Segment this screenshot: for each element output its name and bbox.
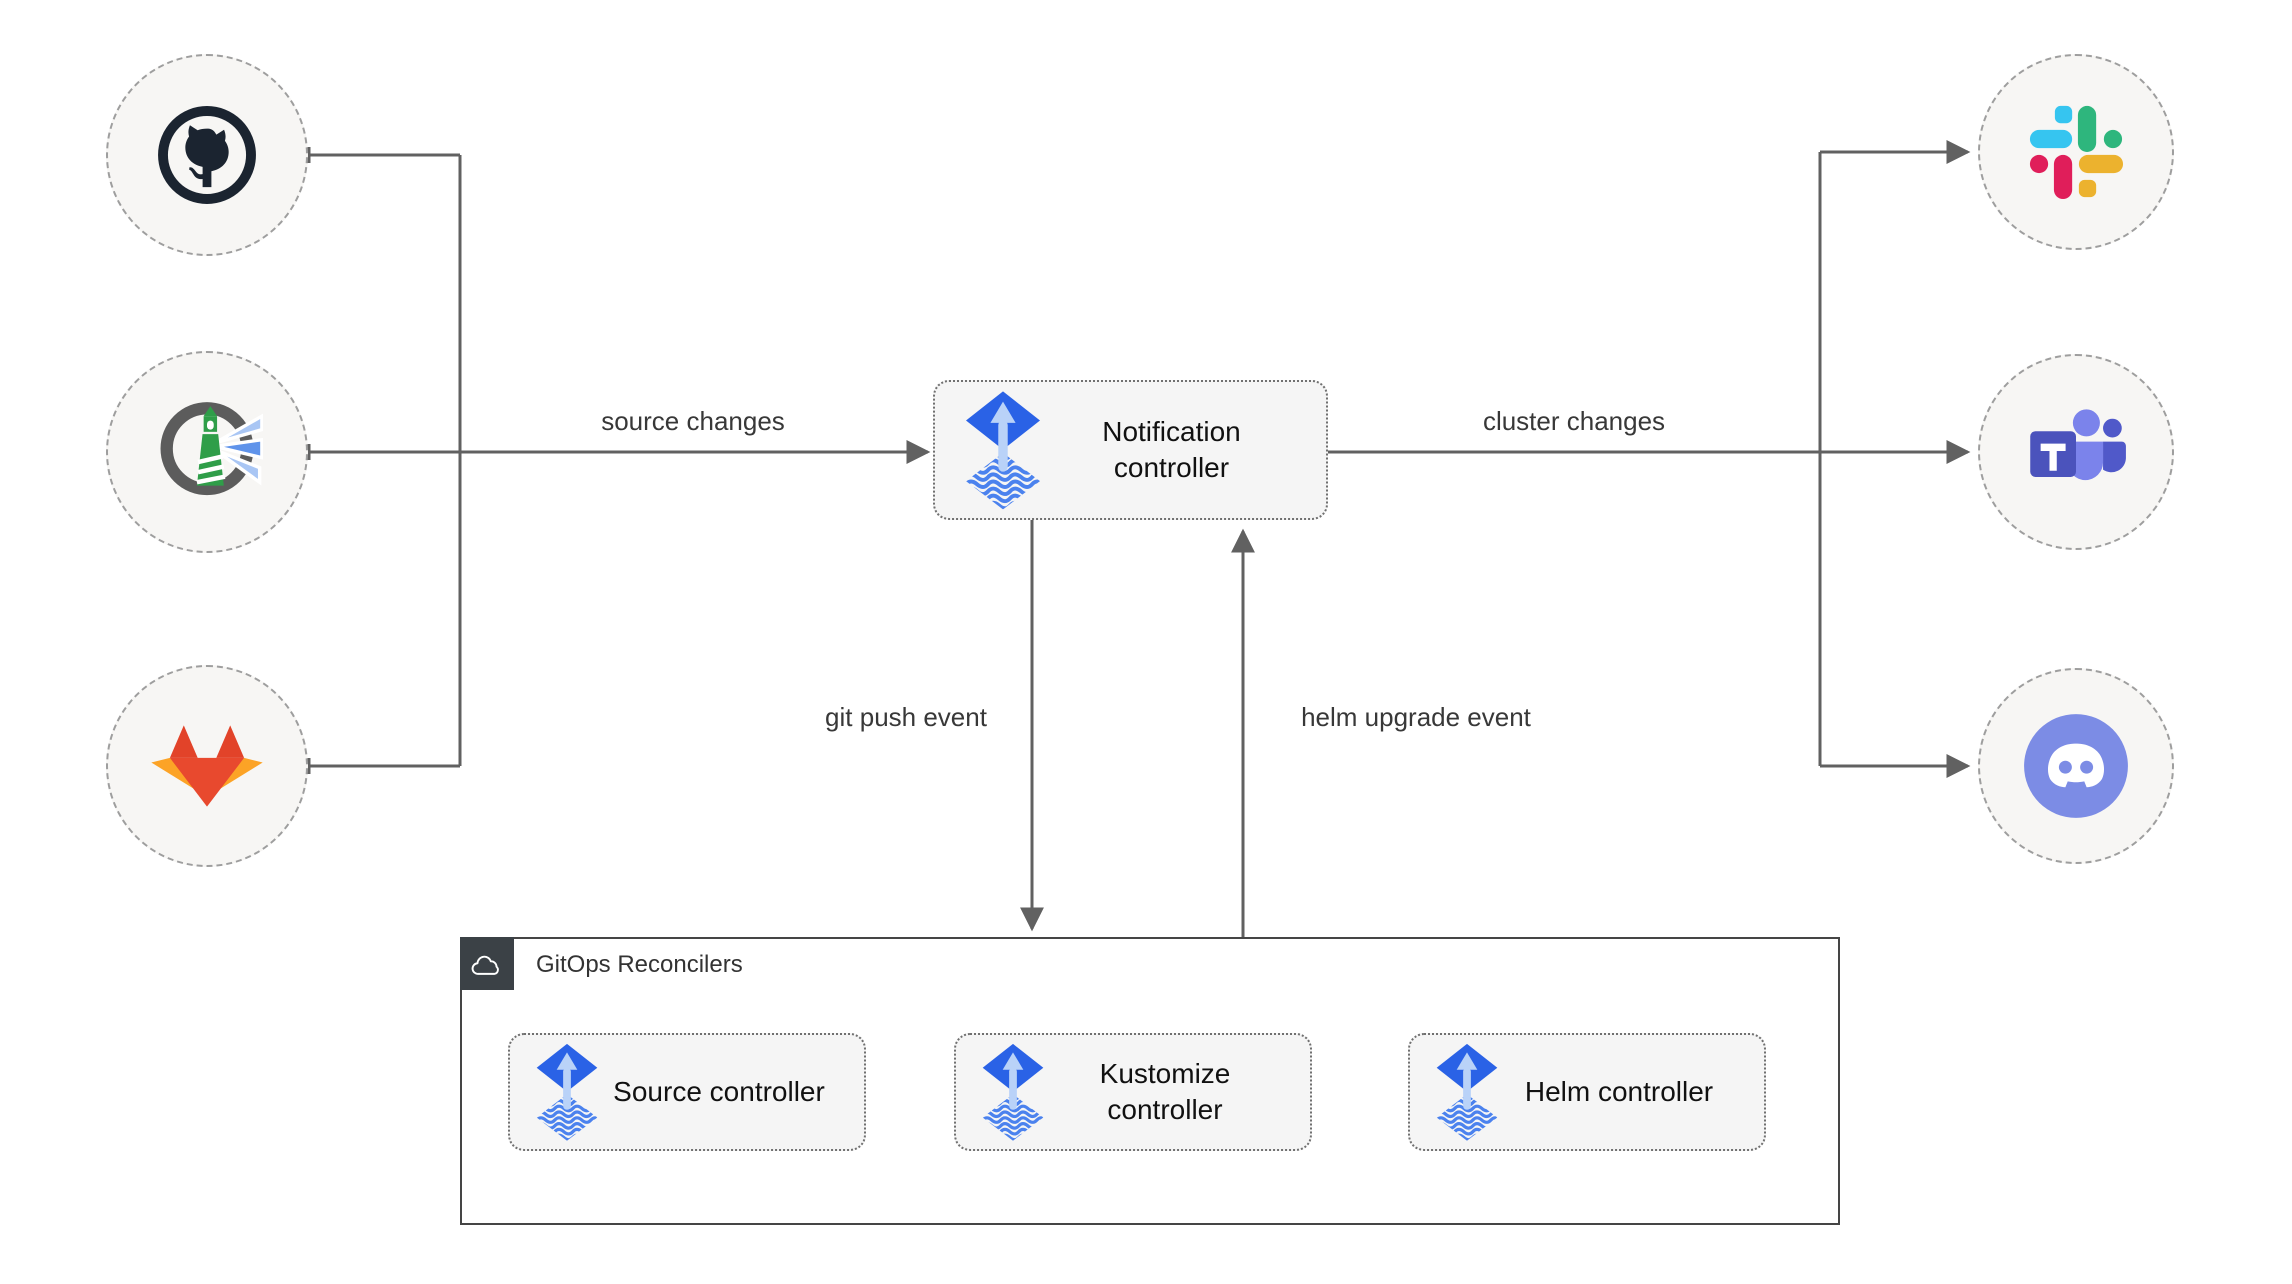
source-controller-label: Source controller [613, 1076, 825, 1107]
kustomize-controller-box: Kustomize controller [954, 1033, 1312, 1151]
ms-teams-node [1978, 354, 2174, 550]
cloud-icon [471, 955, 499, 975]
gitops-tab [460, 937, 514, 990]
harbor-node [106, 351, 308, 553]
flux-icon [1434, 1042, 1500, 1142]
flux-icon-wrap [956, 1042, 1046, 1142]
notification-controller-box: Notification controller [933, 380, 1328, 520]
flux-icon [534, 1042, 600, 1142]
flux-icon-wrap [935, 389, 1043, 511]
harbor-icon [160, 402, 263, 496]
discord-node [1978, 668, 2174, 864]
slack-icon [2029, 105, 2124, 200]
gitlab-icon [151, 725, 263, 807]
ms-teams-icon [2030, 409, 2126, 481]
flux-icon [963, 389, 1043, 511]
helm-controller-label: Helm controller [1524, 1076, 1714, 1107]
flux-icon-wrap [510, 1042, 600, 1142]
notification-controller-label: Notification controller [1102, 416, 1241, 483]
slack-node [1978, 54, 2174, 250]
github-node [106, 54, 308, 256]
flux-icon-wrap [1410, 1042, 1500, 1142]
gitops-container-label: GitOps Reconcilers [536, 951, 743, 978]
helm-controller-box: Helm controller [1408, 1033, 1766, 1151]
kustomize-controller-label: Kustomize controller [1099, 1058, 1231, 1125]
edge-label-source-changes: source changes [601, 406, 785, 436]
flux-icon [980, 1042, 1046, 1142]
source-controller-box: Source controller [508, 1033, 866, 1151]
edge-label-helm-upgrade-event: helm upgrade event [1301, 702, 1531, 732]
discord-icon [2024, 714, 2128, 818]
edge-label-cluster-changes: cluster changes [1482, 406, 1666, 436]
gitlab-node [106, 665, 308, 867]
edge-label-git-push-event: git push event [825, 702, 987, 732]
github-icon [158, 106, 256, 204]
